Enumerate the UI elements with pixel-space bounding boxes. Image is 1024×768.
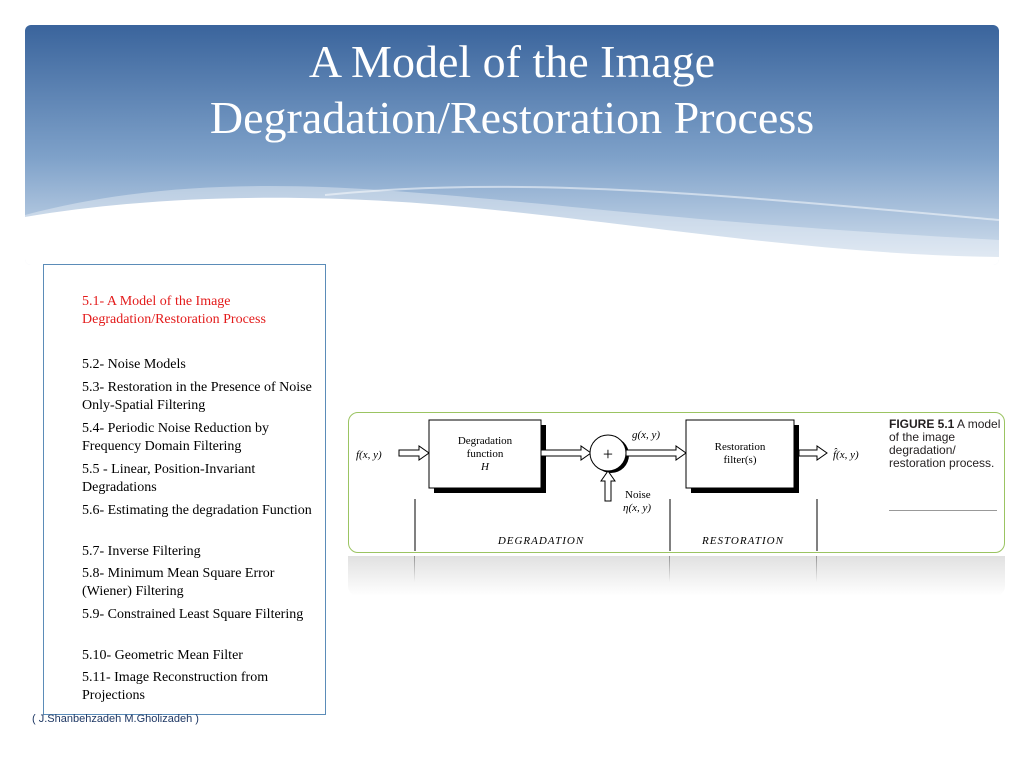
title-line-2: Degradation/Restoration Process [209, 92, 815, 143]
degradation-section-label: DEGRADATION [497, 535, 584, 547]
arrow-to-restoration [625, 445, 687, 461]
toc-item[interactable]: 5.9- Constrained Least Square Filtering [82, 607, 304, 622]
toc-item[interactable]: 5.1- A Model of the Image Degradation/Re… [82, 294, 266, 327]
restoration-section-label: RESTORATION [701, 535, 784, 547]
degradation-box-line1: Degradation [458, 435, 513, 447]
g-label: g(x, y) [632, 429, 660, 441]
banner-background [25, 25, 999, 265]
adder-symbol: + [603, 444, 613, 464]
toc-item[interactable]: 5.10- Geometric Mean Filter [82, 648, 243, 663]
input-arrow [398, 445, 430, 461]
toc-item[interactable]: 5.3- Restoration in the Presence of Nois… [82, 380, 312, 413]
caption-title: FIGURE 5.1 [889, 417, 955, 431]
output-arrow [798, 445, 828, 461]
degradation-box-line2: function [467, 448, 504, 460]
toc-item[interactable]: 5.11- Image Reconstruction from Projecti… [82, 670, 269, 703]
block-diagram: f(x, y) Degradation function H + Noise η… [356, 419, 859, 551]
restoration-box-line2: filter(s) [724, 454, 757, 466]
toc-item[interactable]: 5.8- Minimum Mean Square Error (Wiener) … [82, 566, 275, 599]
noise-label: Noise [625, 489, 651, 501]
restoration-box-line1: Restoration [715, 441, 766, 453]
toc-item[interactable]: 5.4- Periodic Noise Reduction by Frequen… [82, 421, 270, 454]
output-label: f̂(x, y) [833, 448, 859, 461]
reflection-line [669, 556, 670, 582]
title-line-1: A Model of the Image [308, 36, 716, 87]
author-credit: ( J.Shanbehzadeh M.Gholizadeh ) [32, 713, 199, 725]
figure-caption: FIGURE 5.1 A model of the image degradat… [889, 418, 1001, 470]
toc-item[interactable]: 5.2- Noise Models [82, 357, 186, 372]
toc-panel: 5.1- A Model of the Image Degradation/Re… [43, 264, 326, 715]
degradation-box [428, 419, 542, 489]
caption-divider [889, 510, 997, 511]
arrow-to-adder [540, 445, 592, 461]
toc-item[interactable]: 5.5 - Linear, Position-Invariant Degrada… [82, 462, 256, 495]
input-label: f(x, y) [356, 449, 382, 461]
toc-item[interactable]: 5.6- Estimating the degradation Function [82, 503, 312, 518]
toc-item[interactable]: 5.7- Inverse Filtering [82, 544, 201, 559]
reflection-line [816, 556, 817, 582]
header-banner [25, 25, 999, 265]
restoration-box [685, 419, 795, 489]
noise-symbol: η(x, y) [623, 502, 651, 514]
figure-reflection [348, 556, 1005, 596]
degradation-figure: f(x, y) Degradation function H + Noise η… [348, 412, 1005, 553]
page-title: A Model of the Image Degradation/Restora… [25, 34, 999, 146]
reflection-line [414, 556, 415, 582]
degradation-box-line3: H [480, 461, 490, 473]
noise-arrow [600, 470, 616, 502]
caption-text: A model of the image degradation/ restor… [889, 417, 1001, 470]
